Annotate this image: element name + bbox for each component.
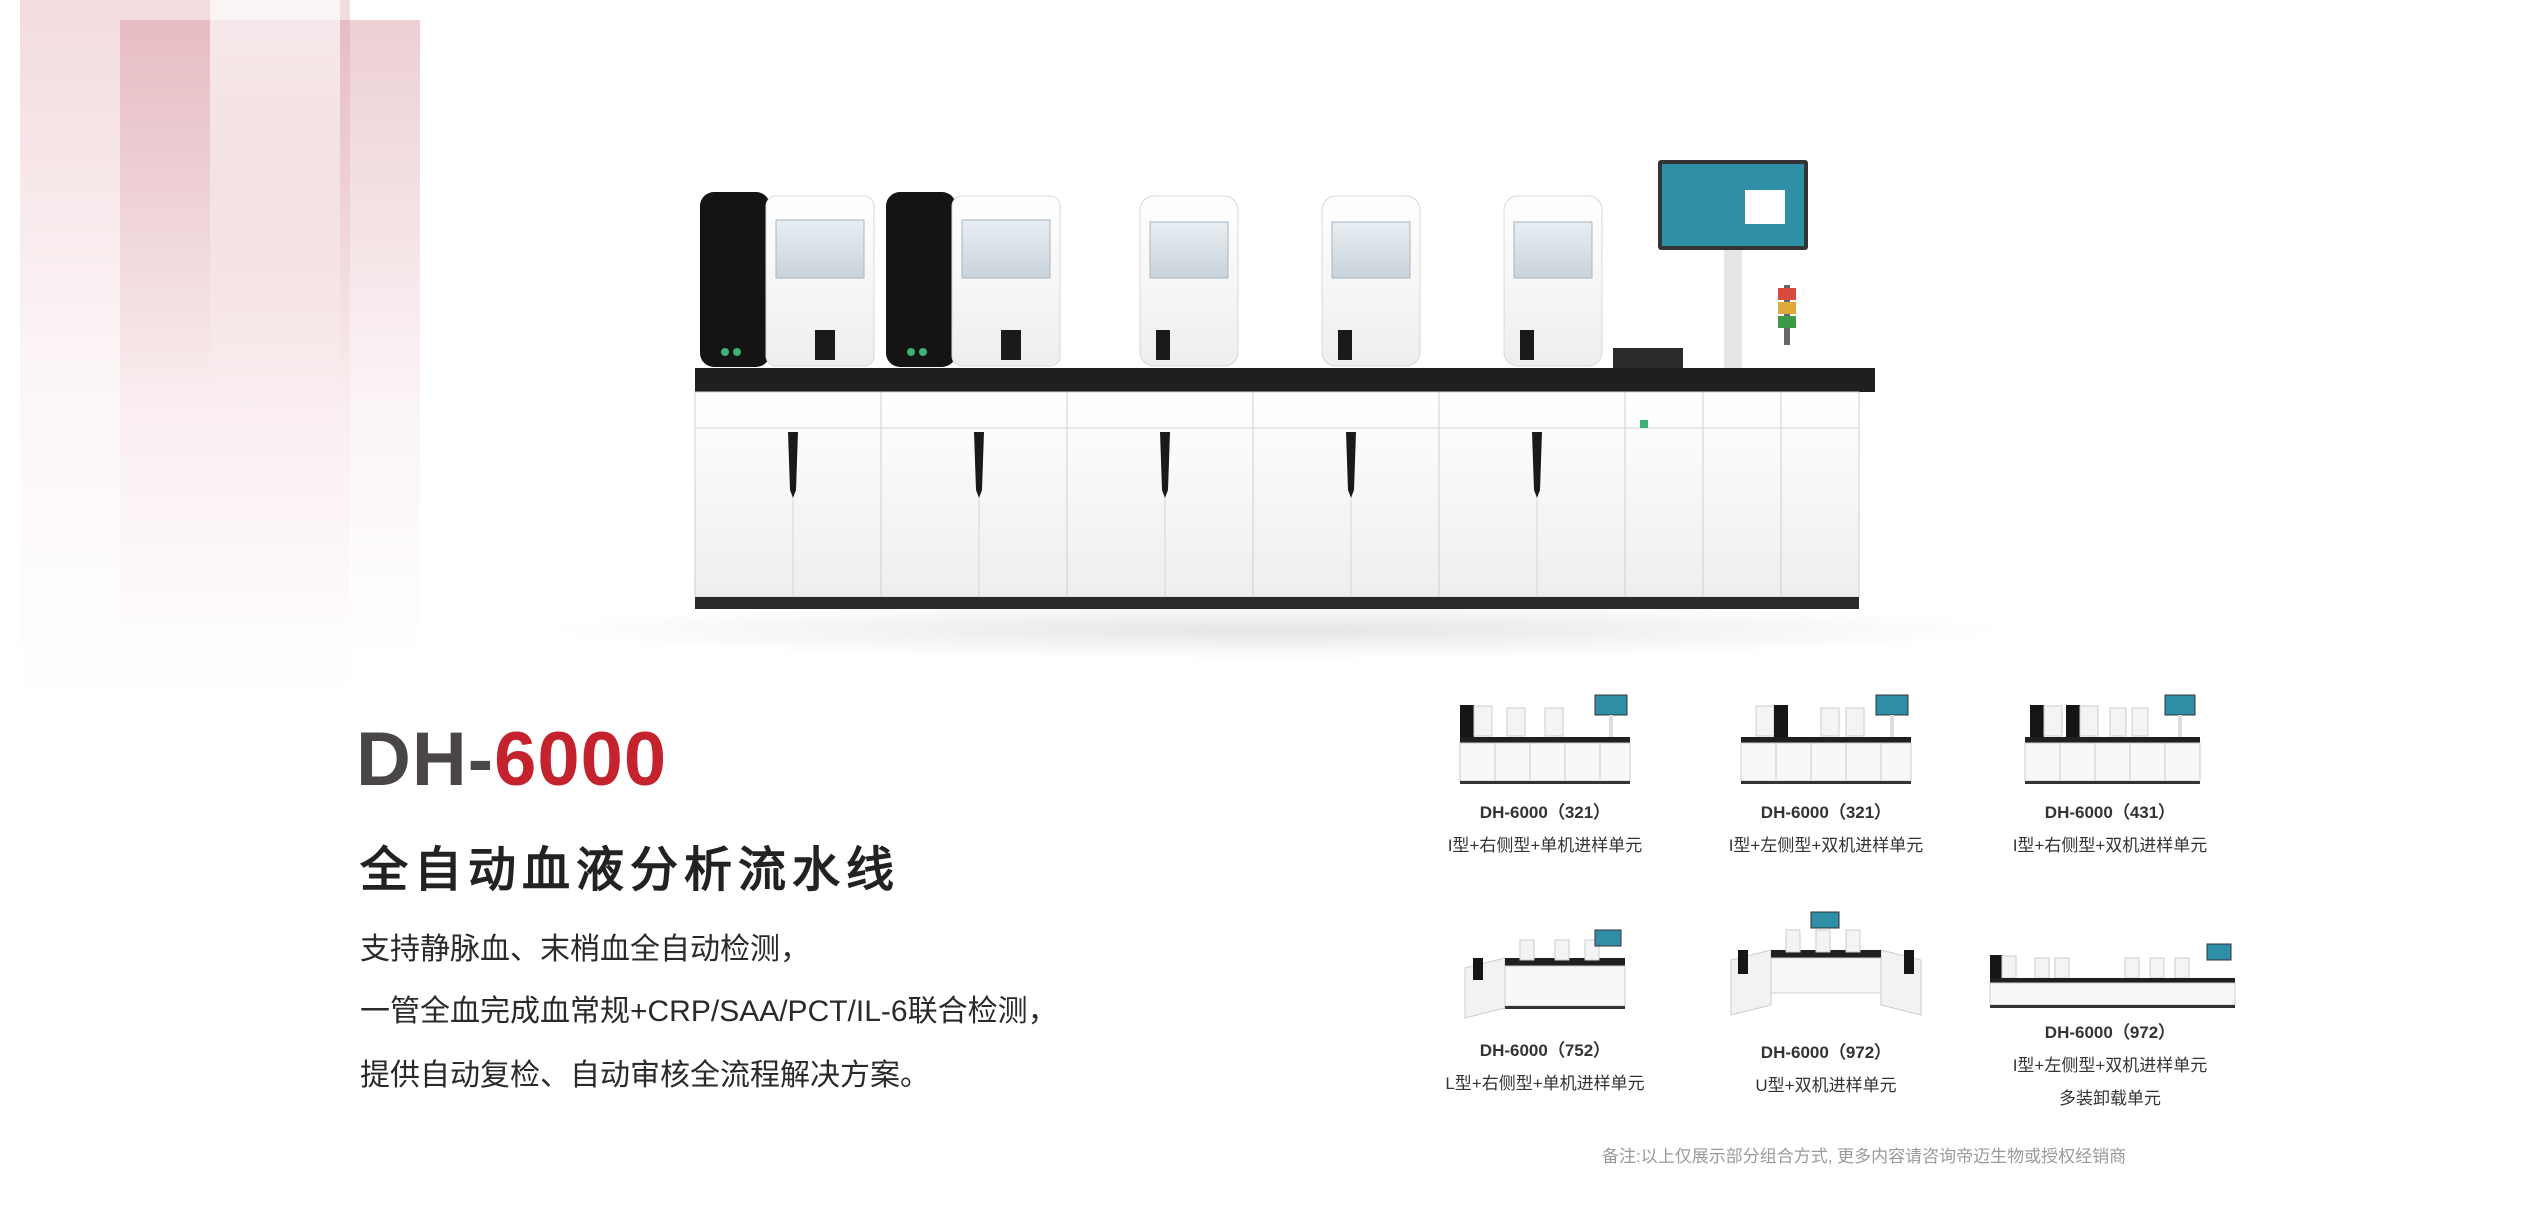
variant-thumbnail	[1459, 694, 1631, 784]
base-cabinets	[694, 391, 1860, 609]
model-prefix: DH-	[356, 717, 495, 802]
variant-thumbnail	[1989, 943, 2236, 1008]
variant-title: DH-6000（321）	[1479, 803, 1611, 822]
keyboard-tray	[1613, 348, 1683, 368]
variant-description: U型+双机进样单元	[1755, 1076, 1897, 1095]
variant-description: I型+左侧型+双机进样单元	[1728, 836, 1924, 855]
variant-thumbnail	[1464, 929, 1626, 1019]
product-shadow	[530, 600, 2020, 660]
product-subtitle: 全自动血液分析流水线	[360, 844, 901, 897]
variant-thumbnail	[1730, 911, 1922, 1016]
variant-description: I型+左侧型+双机进样单元	[2012, 1056, 2208, 1075]
variant-card: DH-6000（972） I型+左侧型+双机进样单元 多装卸载单元	[1960, 940, 2260, 1109]
model-name: DH-6000	[356, 722, 667, 798]
variant-description: L型+右侧型+单机进样单元	[1445, 1074, 1645, 1093]
pipeline-product-image	[694, 160, 1875, 609]
variant-description: 多装卸载单元	[2059, 1089, 2161, 1108]
variant-card: DH-6000（431） I型+右侧型+双机进样单元	[1960, 690, 2260, 856]
feature-line: 提供自动复检、自动审核全流程解决方案。	[360, 1059, 930, 1092]
feature-line: 支持静脉血、末梢血全自动检测，	[360, 933, 810, 966]
variant-description: I型+右侧型+单机进样单元	[1447, 836, 1643, 855]
model-number: 6000	[494, 717, 668, 802]
variant-title: DH-6000（972）	[1760, 1043, 1892, 1062]
signal-tower-light	[1778, 285, 1796, 345]
variant-card: DH-6000（752） L型+右侧型+单机进样单元	[1395, 928, 1695, 1094]
analyzer-unit	[1321, 195, 1421, 367]
variant-card: DH-6000（972） U型+双机进样单元	[1676, 910, 1976, 1096]
footnote: 备注:以上仅展示部分组合方式, 更多内容请咨询帝迈生物或授权经销商	[1602, 1147, 2127, 1166]
variant-thumbnail	[1740, 694, 1912, 784]
feature-line: 一管全血完成血常规+CRP/SAA/PCT/IL-6联合检测，	[360, 995, 1058, 1028]
variant-title: DH-6000（431）	[2044, 803, 2176, 822]
analyzer-unit	[1139, 195, 1239, 367]
analyzer-unit	[886, 192, 1061, 367]
variant-card: DH-6000（321） I型+右侧型+单机进样单元	[1395, 690, 1695, 856]
variant-thumbnail	[2024, 694, 2201, 784]
variant-card: DH-6000（321） I型+左侧型+双机进样单元	[1676, 690, 1976, 856]
variant-title: DH-6000（752）	[1479, 1041, 1611, 1060]
decorative-gradient-highlight	[210, 0, 340, 420]
analyzer-unit	[700, 192, 875, 367]
analyzer-unit	[1503, 195, 1603, 367]
variant-description: I型+右侧型+双机进样单元	[2012, 836, 2208, 855]
conveyor-rail	[695, 368, 1875, 392]
variant-title: DH-6000（972）	[2044, 1023, 2176, 1042]
variant-title: DH-6000（321）	[1760, 803, 1892, 822]
